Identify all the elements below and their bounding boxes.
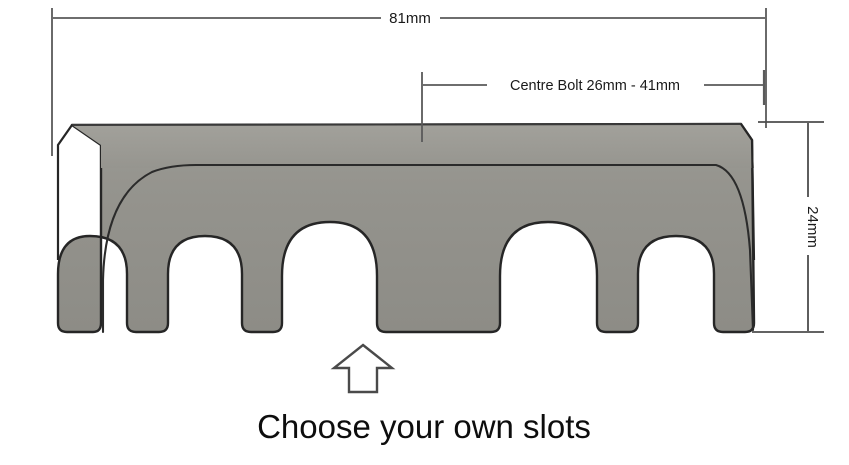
dimension-overall-height: 24mm: [752, 121, 824, 333]
dimension-centre-bolt: Centre Bolt 26mm - 41mm: [421, 70, 766, 142]
caption-choose-your-own-slots: Choose your own slots: [257, 408, 591, 445]
dimension-label-centre-bolt: Centre Bolt 26mm - 41mm: [510, 78, 680, 94]
bar-outline-path: [56, 122, 756, 334]
top-face-band: [72, 124, 754, 168]
dimension-label-overall-width: 81mm: [389, 10, 431, 27]
part-body-group: [56, 122, 756, 334]
right-chamfer-edge: [740, 123, 756, 261]
up-arrow-icon: [330, 343, 396, 394]
top-edge-line: [71, 123, 742, 126]
dimension-label-overall-height: 24mm: [804, 206, 821, 248]
inner-contour-line: [101, 163, 755, 334]
dimension-overall-width: 81mm: [51, 8, 767, 156]
left-chamfer-edge: [56, 124, 73, 260]
